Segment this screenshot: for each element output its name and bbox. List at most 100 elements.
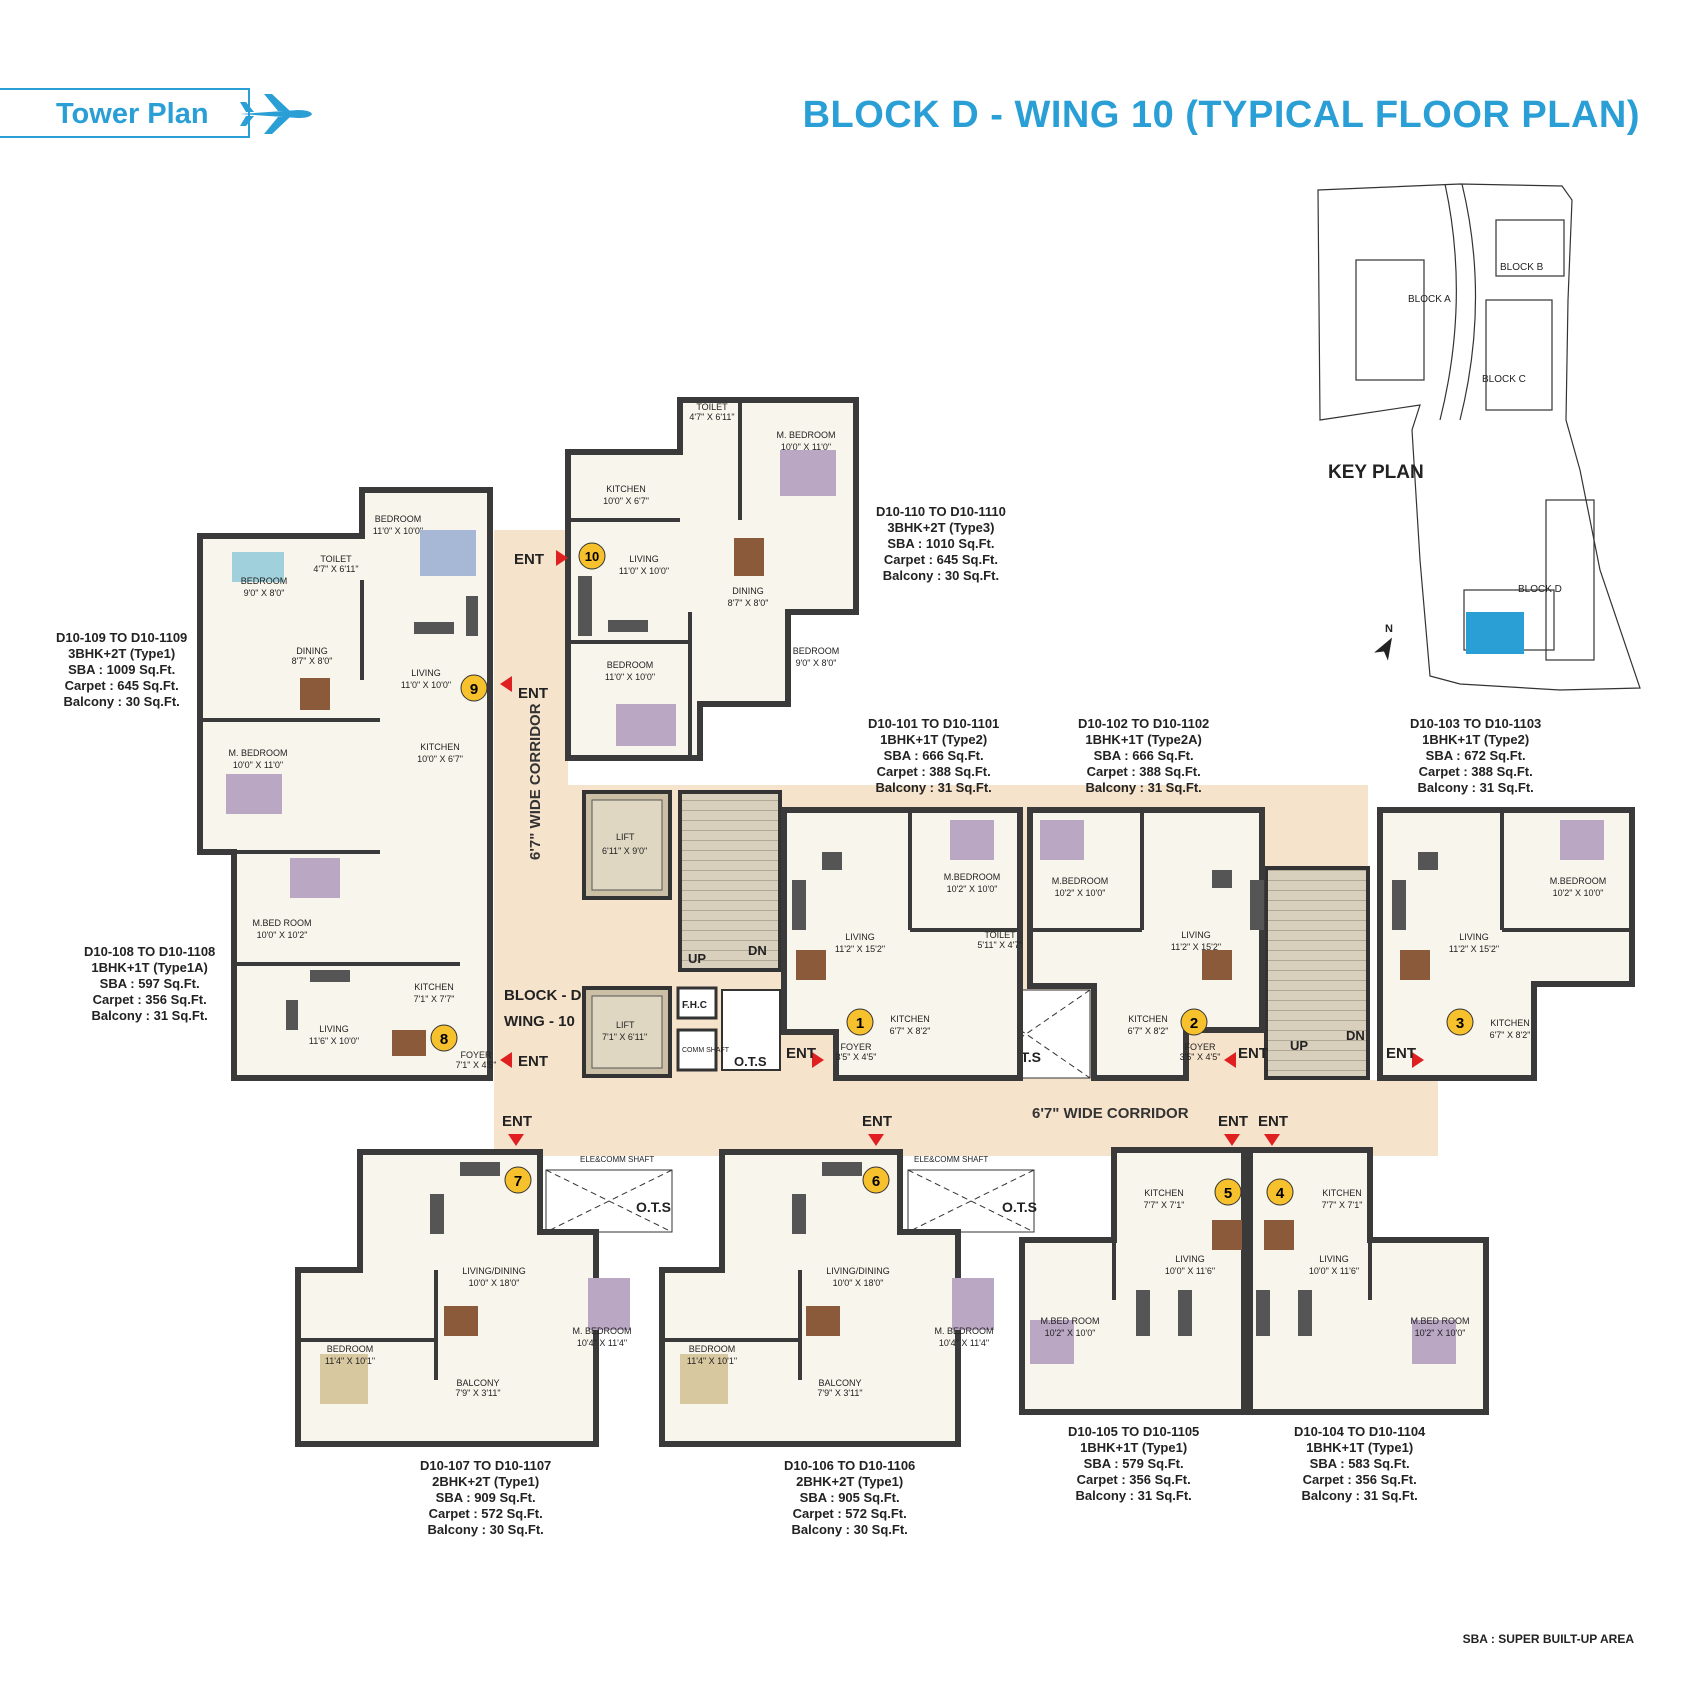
sba-footnote: SBA : SUPER BUILT-UP AREA	[1462, 1632, 1634, 1646]
room-foyer-1: FOYER	[840, 1042, 872, 1052]
unit-marker-10[interactable]: 10	[578, 542, 606, 570]
ent-label-7: ENT	[502, 1113, 532, 1130]
room-kitchen-3: KITCHEN	[1490, 1018, 1530, 1028]
unit-6-outline	[659, 1149, 961, 1447]
unit-marker-8[interactable]: 8	[430, 1024, 458, 1052]
unit-marker-4[interactable]: 4	[1266, 1178, 1294, 1206]
bed-icon	[320, 1354, 368, 1404]
room-mbed-4: M.BED ROOM	[1410, 1316, 1469, 1326]
unit-7-sba: SBA : 909 Sq.Ft.	[435, 1490, 536, 1505]
unit-3-sba: SBA : 672 Sq.Ft.	[1425, 748, 1526, 763]
room-labels: LIVING 11'2" X 15'2" M.BEDROOM 10'2" X 10'…	[228, 402, 1606, 1398]
service-core	[582, 790, 1370, 1080]
room-ld-6: LIVING/DINING	[826, 1266, 890, 1276]
unit-marker-2[interactable]: 2	[1180, 1008, 1208, 1036]
bed-icon	[290, 858, 340, 898]
room-kitchen-8-size: 7'1" X 7'7"	[414, 994, 455, 1004]
entry-arrow-icon	[868, 1134, 884, 1146]
ent-label-8: ENT	[518, 1053, 548, 1070]
unit-marker-3[interactable]: 3	[1446, 1008, 1474, 1036]
key-plan-block-b-label: BLOCK B	[1500, 262, 1544, 273]
room-mbed-4-size: 10'2" X 10'0"	[1415, 1328, 1466, 1338]
key-plan-boundary	[1317, 183, 1641, 691]
unit-info-6: D10-106 TO D10-1106 2BHK+2T (Type1) SBA …	[784, 1458, 915, 1538]
unit-marker-7[interactable]: 7	[504, 1166, 532, 1194]
room-toilet-9: TOILET	[320, 554, 352, 564]
ots-3-label: O.T.S	[636, 1199, 671, 1215]
room-kitchen-3-size: 6'7" X 8'2"	[1490, 1030, 1531, 1040]
lift-2-label: LIFT	[616, 1020, 635, 1030]
room-mbed-9-size: 10'0" X 11'0"	[233, 760, 283, 770]
room-bed-10-size: 11'0" X 10'0"	[605, 672, 655, 682]
room-mbed-10-size: 10'0" X 11'0"	[781, 442, 831, 452]
furniture	[226, 450, 1604, 1404]
room-living-2: LIVING	[1181, 930, 1211, 940]
key-plan-block-c-label: BLOCK C	[1482, 374, 1526, 385]
room-kitchen-2-size: 6'7" X 8'2"	[1128, 1026, 1169, 1036]
lift-1-label: LIFT	[616, 832, 635, 842]
room-ld-7-size: 10'0" X 18'0"	[469, 1278, 520, 1288]
room-kitchen-1-size: 6'7" X 8'2"	[890, 1026, 931, 1036]
room-mbed-2: M.BEDROOM	[1052, 876, 1109, 886]
room-toilet-9-size: 4'7" X 6'11"	[313, 564, 358, 574]
key-plan-block-a-label: BLOCK A	[1408, 294, 1451, 305]
unit-10-carpet: Carpet : 645 Sq.Ft.	[883, 552, 998, 567]
key-plan-block-a	[1355, 259, 1425, 381]
room-balcony-7: BALCONY	[456, 1378, 499, 1388]
unit-5-range: D10-105 TO D10-1105	[1068, 1424, 1200, 1439]
unit-marker-6[interactable]: 6	[862, 1166, 890, 1194]
unit-marker-9[interactable]: 9	[460, 674, 488, 702]
unit-info-8: D10-108 TO D10-1108 1BHK+1T (Type1A) SBA…	[84, 944, 215, 1024]
unit-9-carpet: Carpet : 645 Sq.Ft.	[64, 678, 179, 693]
unit-info-2: D10-102 TO D10-1102 1BHK+1T (Type2A) SBA…	[1078, 716, 1209, 796]
room-bed-9: BEDROOM	[375, 514, 422, 524]
key-plan-title: KEY PLAN	[1328, 462, 1424, 483]
room-mbed-7: M. BEDROOM	[572, 1326, 631, 1336]
unit-8-type: 1BHK+1T (Type1A)	[91, 960, 208, 975]
unit-9-range: D10-109 TO D10-1109	[56, 630, 188, 645]
unit-markers: 1 2 3 4 5 6 7 8 9 10	[430, 542, 1474, 1206]
room-bed-6-size: 11'4" X 10'1"	[687, 1356, 737, 1366]
unit-info-1: D10-101 TO D10-1101 1BHK+1T (Type2) SBA …	[868, 716, 999, 796]
entry-arrow-icon	[500, 1052, 512, 1068]
comm-shaft-label: COMM SHAFT	[682, 1047, 730, 1054]
unit-10-range: D10-110 TO D10-1110	[876, 504, 1006, 519]
unit-marker-5[interactable]: 5	[1214, 1178, 1242, 1206]
room-mbed-6: M. BEDROOM	[934, 1326, 993, 1336]
room-kitchen-8: KITCHEN	[414, 982, 454, 992]
unit-5-carpet: Carpet : 356 Sq.Ft.	[1076, 1472, 1191, 1487]
room-living-3: LIVING	[1459, 932, 1489, 942]
room-balcony-6-size: 7'9" X 3'11"	[817, 1388, 862, 1398]
room-living-1-size: 11'2" X 15'2"	[835, 944, 885, 954]
room-living-9: LIVING	[411, 668, 441, 678]
room-dining-10-size: 8'7" X 8'0"	[728, 598, 769, 608]
svg-text:9: 9	[470, 681, 478, 698]
svg-text:4: 4	[1276, 1185, 1285, 1202]
room-mbed-2-size: 10'2" X 10'0"	[1055, 888, 1106, 898]
unit-8-range: D10-108 TO D10-1108	[84, 944, 216, 959]
room-mbed-1-size: 10'2" X 10'0"	[947, 884, 998, 894]
room-ld-6-size: 10'0" X 18'0"	[833, 1278, 884, 1288]
room-bed-10b-size: 9'0" X 8'0"	[796, 658, 837, 668]
room-living-4-size: 10'0" X 11'6"	[1309, 1266, 1359, 1276]
unit-3-range: D10-103 TO D10-1103	[1410, 716, 1542, 731]
svg-text:N: N	[1385, 623, 1393, 635]
unit-1-sba: SBA : 666 Sq.Ft.	[883, 748, 984, 763]
ots-core	[721, 989, 781, 1071]
room-bed-7: BEDROOM	[327, 1344, 374, 1354]
room-living-10: LIVING	[629, 554, 659, 564]
room-toilet-1: TOILET	[984, 930, 1016, 940]
corridor-horizontal	[494, 1080, 1438, 1156]
unit-2-carpet: Carpet : 388 Sq.Ft.	[1086, 764, 1201, 779]
unit-2-range: D10-102 TO D10-1102	[1078, 716, 1210, 731]
tower-plan-tab[interactable]: Tower Plan	[0, 88, 250, 138]
unit-marker-1[interactable]: 1	[846, 1008, 874, 1036]
svg-text:5: 5	[1224, 1185, 1232, 1202]
room-mbed-8-size: 10'0" X 10'2"	[257, 930, 308, 940]
unit-info-10: D10-110 TO D10-1110 3BHK+2T (Type3) SBA …	[876, 504, 1006, 584]
unit-8-carpet: Carpet : 356 Sq.Ft.	[92, 992, 207, 1007]
bed-icon	[420, 530, 476, 576]
unit-2-sba: SBA : 666 Sq.Ft.	[1093, 748, 1194, 763]
ent-label-5: ENT	[1218, 1113, 1248, 1130]
ent-label-1: ENT	[786, 1045, 816, 1062]
